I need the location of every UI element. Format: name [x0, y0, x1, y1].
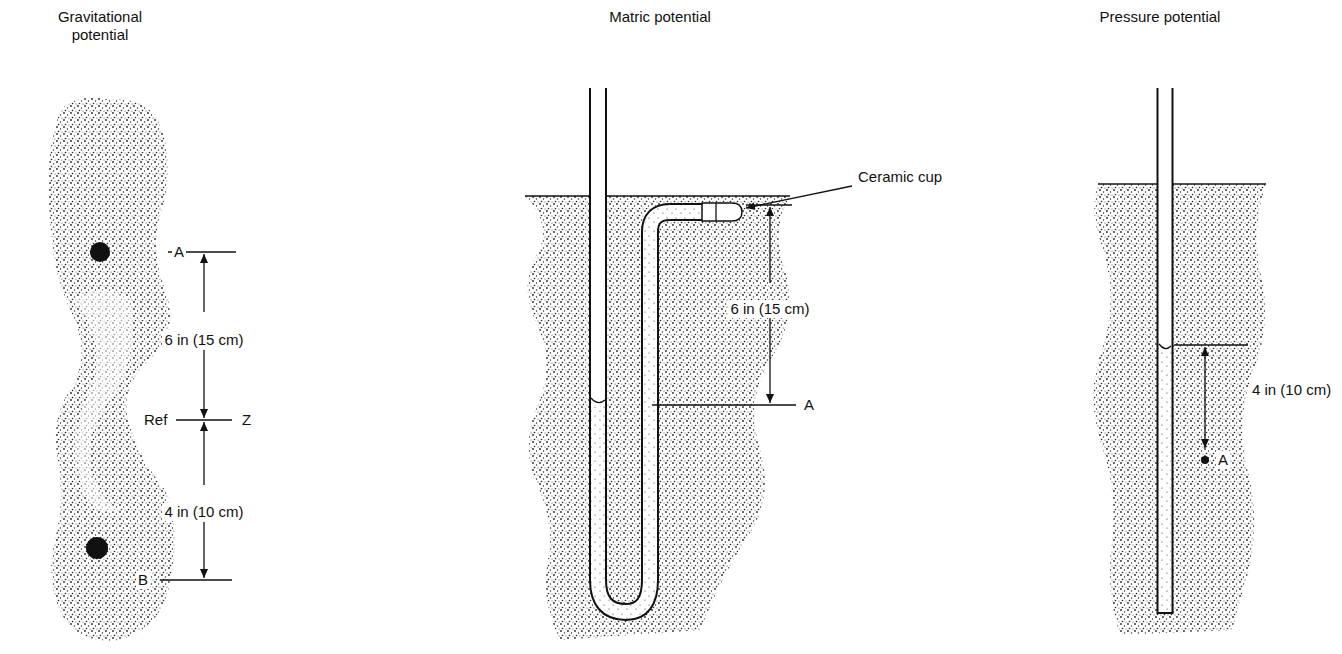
- point-label: A: [172, 243, 186, 261]
- point-label: A: [802, 396, 816, 414]
- panel-heading: Matric potential: [593, 8, 727, 26]
- soil-profile: [525, 88, 790, 640]
- soil-profile: [1094, 88, 1266, 635]
- dimension-label: 4 in (10 cm): [1250, 381, 1333, 399]
- part-label: Ceramic cup: [856, 168, 944, 186]
- dimension-lines: [652, 186, 852, 405]
- panel-heading: Gravitational potential: [33, 8, 167, 44]
- dimension-lines: [1174, 345, 1248, 448]
- dimension-label: 4 in (10 cm): [162, 503, 245, 521]
- dimension-lines: [160, 252, 236, 580]
- dimension-label: 6 in (15 cm): [728, 300, 811, 318]
- point-label: B: [136, 571, 150, 589]
- point-label: A: [1216, 451, 1230, 469]
- dimension-label: 6 in (15 cm): [162, 331, 245, 349]
- soil-clod: [49, 98, 175, 641]
- reference-label: Z: [240, 411, 253, 429]
- reference-label: Ref: [142, 411, 169, 429]
- panel-heading: Pressure potential: [1093, 8, 1227, 26]
